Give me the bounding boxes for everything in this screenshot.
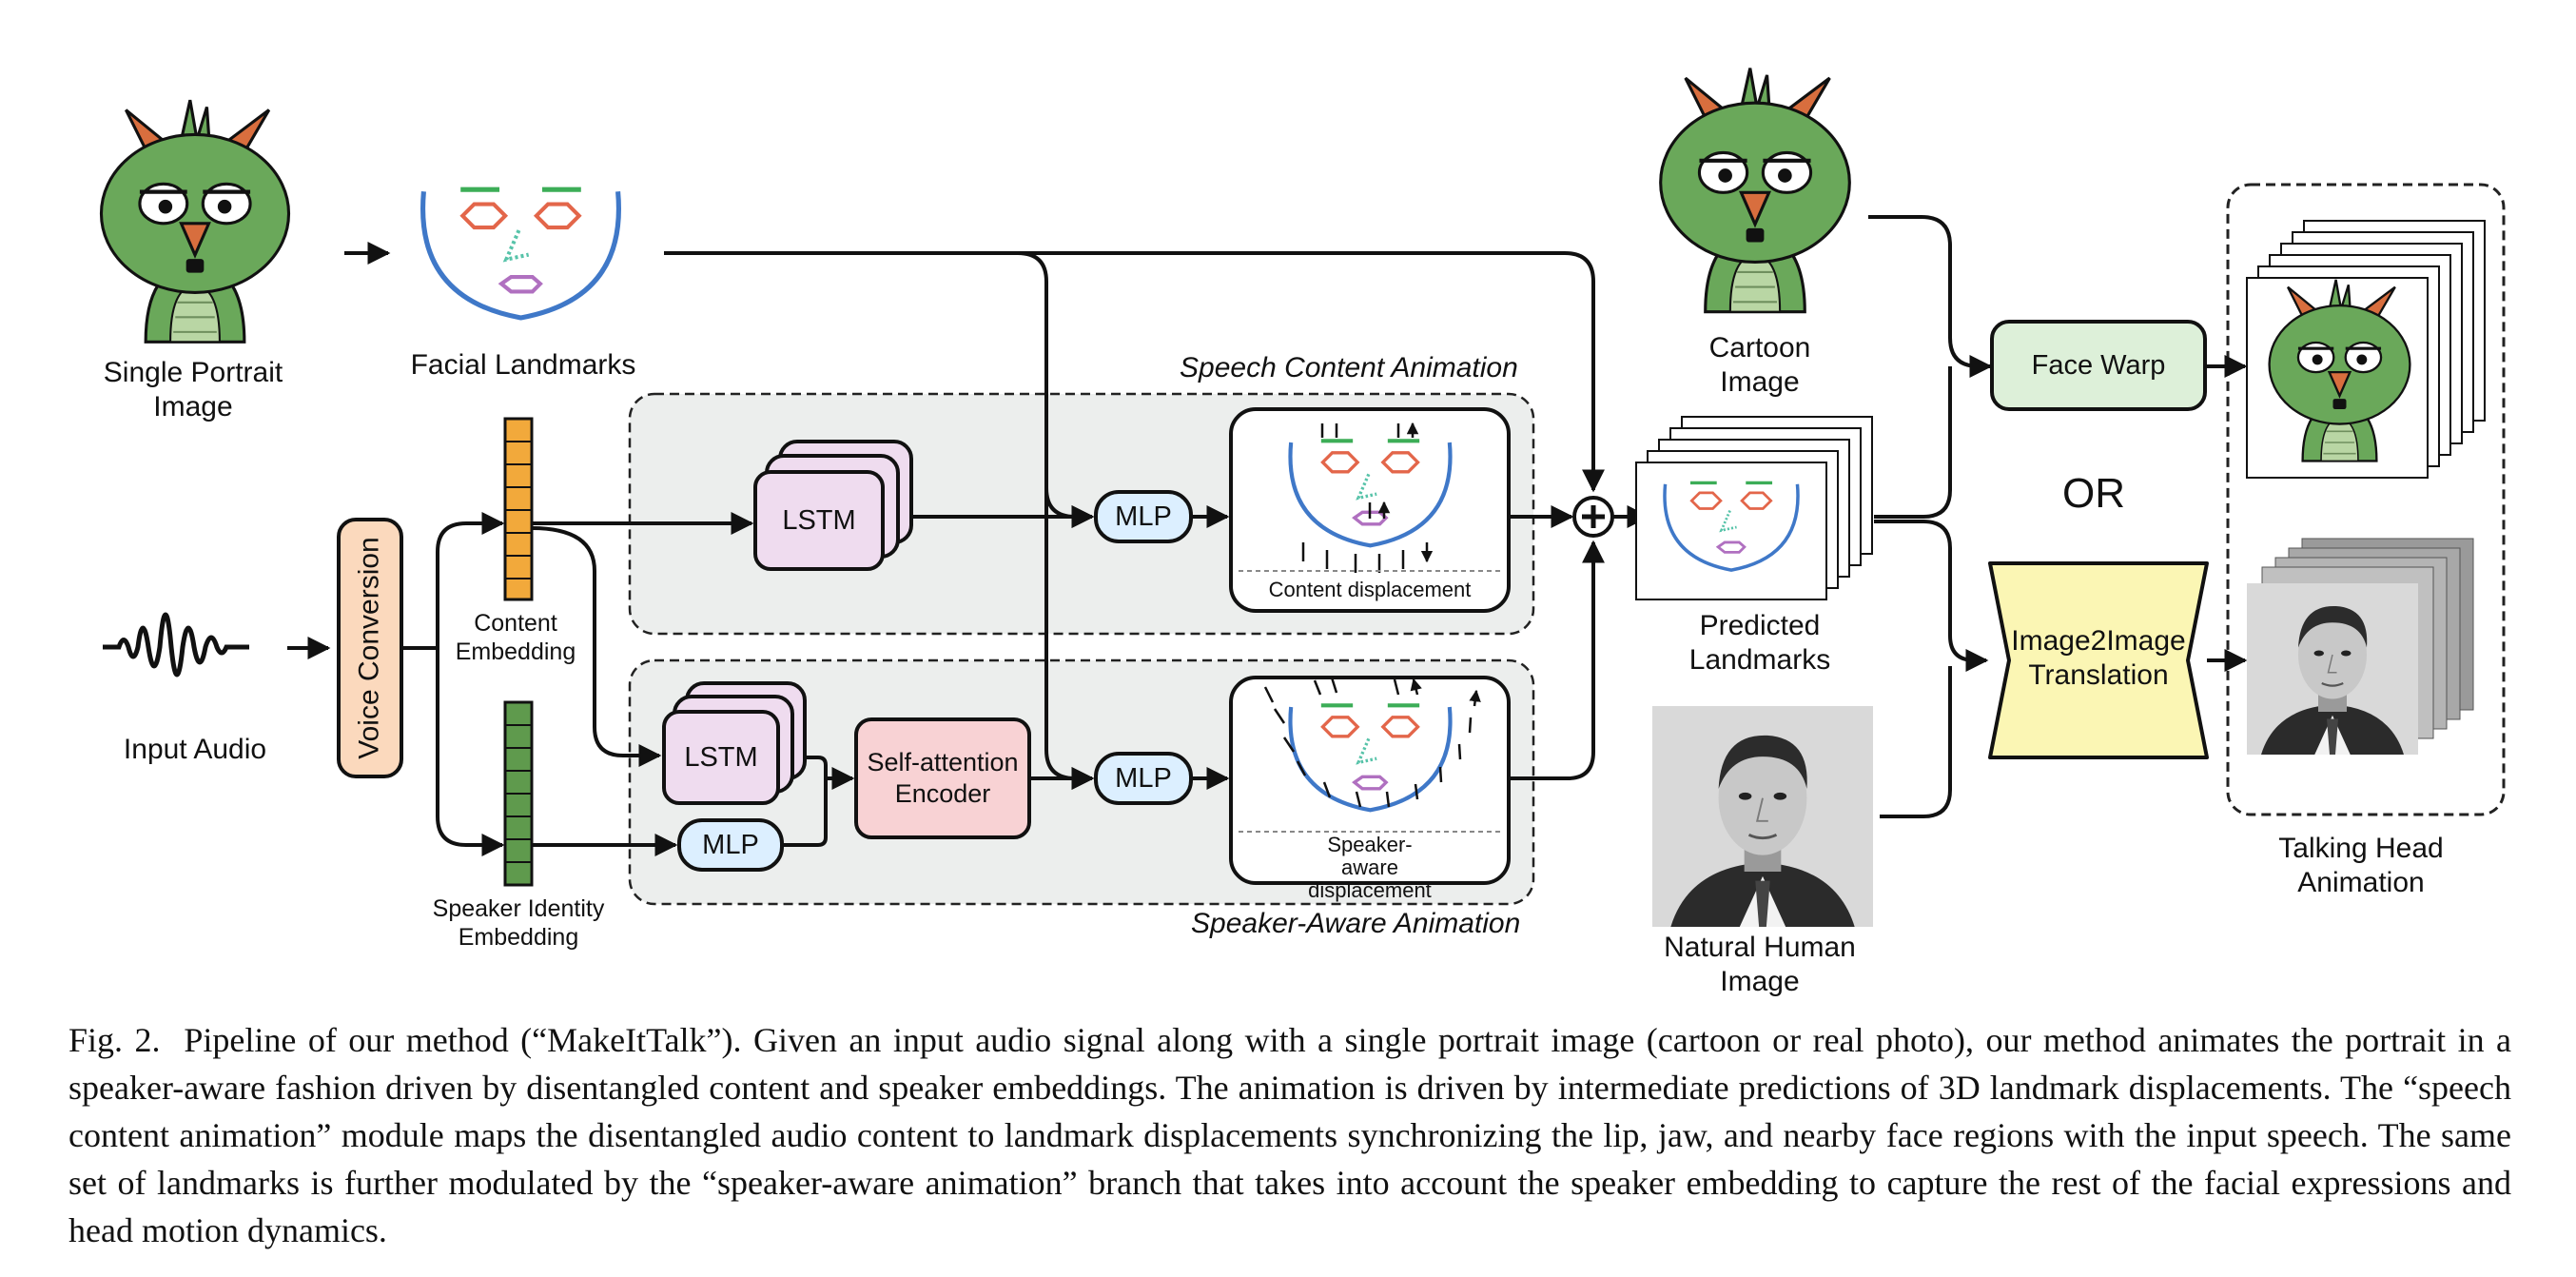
facial-landmarks-icon	[423, 189, 619, 318]
content-to-lstm-bottom	[531, 526, 662, 767]
speaker-displacement-label: Speaker-aware displacement	[1308, 833, 1432, 902]
voice-conversion-label: Voice Conversion	[354, 537, 385, 759]
image2image-shape	[1988, 561, 2209, 759]
face-warp-box: Face Warp	[1990, 320, 2207, 411]
content-embedding-vector	[503, 417, 534, 601]
mlp-bottom-box: MLP	[1094, 752, 1193, 805]
self-attention-encoder-box: Self-attention Encoder	[854, 717, 1031, 839]
content-embedding-label: Content Embedding	[455, 610, 576, 665]
voice-to-content-line	[401, 512, 505, 650]
speaker-identity-label: Speaker Identity Embedding	[432, 895, 605, 951]
input-audio-label: Input Audio	[123, 734, 267, 765]
content-displacement-label: Content displacement	[1268, 578, 1472, 601]
natural-human-label: Natural Human Image	[1664, 932, 1856, 997]
lstm-bottom-box: LSTM	[662, 710, 780, 805]
voice-to-speaker-line	[436, 648, 505, 856]
voice-conversion-box: Voice Conversion	[337, 518, 403, 778]
cartoon-image-icon	[1661, 69, 1850, 312]
mlp-speaker-box: MLP	[677, 818, 784, 872]
lstm-top-box: LSTM	[753, 470, 885, 571]
audio-waveform-icon	[103, 612, 249, 678]
talking-head-group	[2226, 183, 2506, 816]
speaker-displacement-arrows	[1263, 678, 1476, 808]
landmarks-top-line	[664, 251, 1605, 493]
cartoon-image-label: Cartoon Image	[1708, 332, 1811, 398]
portrait-photo-icon	[1651, 706, 1874, 927]
landmarks-to-mlp-bottom	[1044, 476, 1095, 790]
single-portrait-label: Single Portrait Image	[103, 357, 283, 422]
human-to-translation	[1880, 666, 1952, 818]
mlp-top-box: MLP	[1094, 490, 1193, 543]
speech-content-title: Speech Content Animation	[1180, 352, 1518, 383]
speaker-embedding-vector	[503, 700, 534, 887]
plus-sign	[1582, 505, 1605, 528]
or-label: OR	[2062, 470, 2125, 517]
facial-landmarks-label: Facial Landmarks	[410, 349, 636, 381]
talking-head-label: Talking Head Animation	[2278, 833, 2444, 898]
mlp-speaker-to-encoder	[784, 767, 855, 847]
image2image-label: Image2Image Translation	[2011, 625, 2186, 691]
predicted-to-translation	[1874, 520, 1989, 672]
predicted-to-facewarp	[1874, 366, 1952, 519]
speaker-disp-to-plus	[1509, 540, 1605, 780]
content-displacement-arrows	[1301, 423, 1427, 573]
cartoon-character-icon	[101, 100, 288, 342]
figure-caption: Fig. 2. Pipeline of our method (“MakeItT…	[68, 1016, 2511, 1254]
speaker-aware-title: Speaker-Aware Animation	[1191, 908, 1521, 939]
lstm-bottom-to-encoder	[805, 756, 828, 778]
output-human-icon	[2247, 581, 2418, 756]
predicted-landmarks-label: Predicted Landmarks	[1688, 610, 1831, 676]
cartoon-to-facewarp	[1868, 215, 1993, 378]
caption-text: Pipeline of our method (“MakeItTalk”). G…	[68, 1021, 2512, 1249]
caption-prefix: Fig. 2.	[68, 1021, 161, 1059]
